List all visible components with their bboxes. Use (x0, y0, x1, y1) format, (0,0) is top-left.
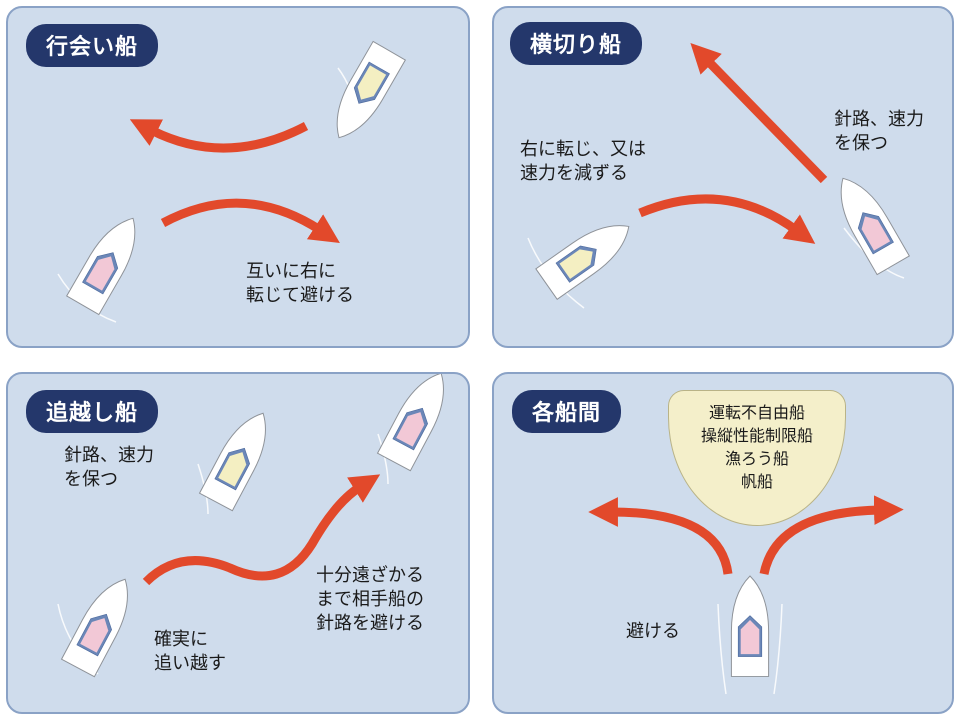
label-between-action: 避ける (626, 621, 680, 642)
title-head-on: 行会い船 (26, 24, 159, 67)
panel-overtaking: 追越し船 針路、速力 を保つ 確実に 追い越す 十分遠ざかる まで相手船の 針路… (6, 372, 470, 714)
label-keep-clear: 十分遠ざかる まで相手船の 針路を避ける (316, 565, 424, 634)
between-vessels-illustration (588, 495, 904, 695)
boat-lower (66, 208, 150, 316)
head-on-illustration (57, 40, 406, 323)
crossing-illustration (527, 42, 910, 309)
boat-overtaken-ahead (377, 374, 459, 472)
title-crossing: 横切り船 (510, 22, 643, 65)
arrow-overtaker (142, 474, 381, 586)
boat-give-way (535, 210, 640, 300)
boat-give-way (730, 575, 770, 677)
label-give-way: 右に転じ、又は 速力を減ずる (520, 139, 646, 184)
boat-overtaker (61, 570, 143, 678)
arrow-left (588, 497, 733, 575)
label-stand-on: 針路、速力 を保つ (834, 109, 924, 154)
wake-lines (717, 603, 783, 695)
arrow-lower (160, 198, 340, 243)
arrow-upper (129, 119, 309, 153)
panel-between-vessels: 各船間 運転不自由船 操縦性能制限船 漁ろう船 帆船 避ける (492, 372, 954, 714)
panel-crossing: 横切り船 右に転じ、又は 速力を減ずる 針路、速力 を保つ (492, 6, 954, 348)
panel-head-on: 行会い船 互いに右に 転じて避ける (6, 6, 470, 348)
arrow-stand-on (690, 42, 828, 184)
arrow-right (759, 495, 904, 576)
arrow-give-way (638, 194, 816, 244)
boat-upper (322, 40, 406, 148)
label-overtaken: 針路、速力 を保つ (64, 445, 154, 490)
label-head-on-action: 互いに右に 転じて避ける (246, 261, 354, 306)
label-overtaker: 確実に 追い越す (154, 629, 226, 674)
overtaking-illustration (57, 374, 459, 678)
title-overtaking: 追越し船 (26, 390, 159, 433)
title-between-vessels: 各船間 (512, 390, 622, 433)
boat-stand-on (826, 168, 910, 276)
boat-overtaken (199, 404, 281, 512)
